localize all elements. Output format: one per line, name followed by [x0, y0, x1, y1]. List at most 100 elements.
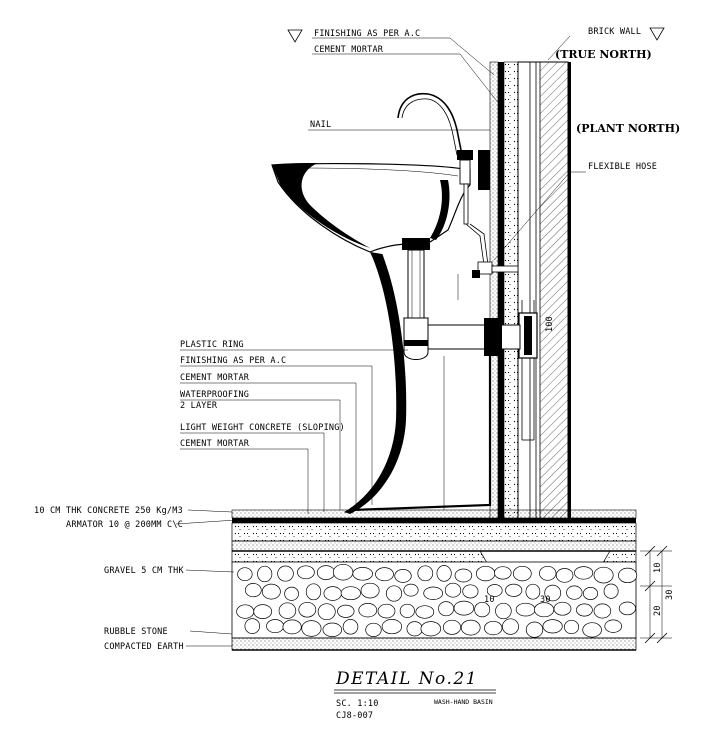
rubble-stone	[406, 621, 423, 637]
rubble-stone	[360, 582, 380, 599]
rubble-stone	[512, 565, 532, 582]
dim-right-30: 30	[665, 589, 675, 600]
rubble-stone	[332, 563, 354, 581]
rubble-stone	[305, 583, 322, 601]
rubble-stone	[604, 619, 622, 633]
rubble-stone	[474, 601, 491, 618]
label-cement-mortar-low: CEMENT MORTAR	[180, 439, 250, 449]
rubble-stone	[316, 565, 336, 580]
rubble-stone	[237, 567, 253, 582]
rubble-stone	[436, 565, 452, 582]
rubble-stone	[582, 622, 602, 638]
rubble-stone	[502, 618, 519, 635]
rubble-stone	[494, 566, 512, 580]
rubble-stone	[236, 604, 255, 619]
label-finishing-top: FINISHING AS PER A.C	[314, 29, 420, 39]
subject-text: WASH-HAND BASIN	[434, 698, 493, 706]
wall-section	[489, 61, 571, 523]
right-dimension	[640, 545, 672, 644]
rubble-stone	[555, 568, 574, 583]
rubble-stone	[323, 586, 342, 601]
rubble-stone	[462, 584, 479, 599]
label-armator: ARMATOR 10 @ 200MM C\C	[66, 520, 183, 530]
rubble-stone	[257, 565, 273, 583]
rubble-stone	[340, 586, 361, 601]
rubble-stone	[574, 566, 594, 580]
rubble-stone	[444, 582, 462, 598]
scale-text: SC. 1:10	[336, 699, 379, 709]
label-finishing-mid: FINISHING AS PER A.C	[180, 356, 286, 366]
rubble-stone	[542, 619, 563, 634]
rubble-stone	[544, 584, 562, 602]
rubble-stone	[266, 619, 285, 634]
label-lw-concrete: LIGHT WEIGHT CONCRETE (SLOPING)	[180, 423, 345, 433]
rubble-stone	[453, 600, 475, 616]
rubble-stone	[322, 622, 343, 637]
rubble-stone	[618, 567, 638, 584]
label-concrete: 10 CM THK CONCRETE 250 Kg/M3	[34, 506, 183, 516]
rubble-stone	[352, 567, 373, 581]
rubble-stone	[539, 565, 557, 581]
rubble-stone	[515, 602, 536, 617]
dim-10: 10	[484, 595, 495, 605]
pipe-size-label: 100	[545, 316, 555, 332]
rubble-stone	[253, 604, 273, 619]
rubble-stone	[394, 569, 412, 583]
rubble-stone	[486, 584, 503, 597]
rubble-stone	[415, 605, 435, 619]
rubble-stone	[244, 618, 261, 634]
label-cement-mortar-top: CEMENT MORTAR	[314, 45, 384, 55]
rubble-stones	[236, 563, 638, 638]
label-rubble: RUBBLE STONE	[104, 627, 168, 637]
label-waterproofing: WATERPROOFING	[180, 390, 249, 400]
rubble-stone	[420, 621, 442, 637]
rubble-stone	[358, 603, 378, 618]
angle-valve	[465, 223, 519, 278]
rubble-stone	[284, 586, 299, 601]
rubble-stone	[301, 620, 322, 637]
dim-30: 30	[540, 595, 551, 605]
label-cement-mortar-mid: CEMENT MORTAR	[180, 373, 250, 383]
label-brick-wall: BRICK WALL	[588, 27, 641, 37]
rubble-stone	[495, 602, 512, 620]
rubble-stone	[505, 583, 523, 597]
waste-trap	[402, 238, 521, 360]
rubble-stone	[385, 585, 403, 602]
rubble-stone	[618, 601, 636, 616]
rubble-stone	[261, 583, 281, 600]
rubble-stone	[244, 583, 262, 598]
rubble-stone	[525, 583, 541, 600]
waterproofing-line	[351, 345, 492, 512]
label-flexible-hose: FLEXIBLE HOSE	[588, 162, 657, 172]
faucet	[397, 92, 490, 225]
rubble-stone	[603, 583, 619, 599]
rubble-stone	[566, 585, 583, 600]
title-block: DETAIL No.21 SC. 1:10 WASH-HAND BASIN CJ…	[334, 669, 496, 721]
rubble-stone	[375, 567, 394, 582]
code-text: CJ8-007	[336, 711, 373, 721]
rubble-stone	[277, 565, 294, 582]
rubble-stone	[576, 603, 593, 617]
rubble-stone	[423, 586, 444, 600]
basin	[271, 162, 471, 514]
rubble-stone	[475, 565, 496, 582]
rubble-stone	[282, 619, 302, 635]
label-true-north: (TRUE NORTH)	[555, 48, 652, 61]
rubble-stone	[582, 587, 599, 600]
rubble-stone	[337, 604, 355, 618]
rubble-stone	[317, 603, 336, 621]
detail-title: DETAIL No.21	[335, 669, 478, 689]
rubble-stone	[460, 619, 481, 636]
floor-layers	[231, 509, 638, 651]
rubble-stone	[297, 565, 315, 580]
rubble-stone	[484, 620, 503, 636]
rubble-stone	[593, 603, 612, 619]
leaders	[175, 35, 586, 647]
label-nail: NAIL	[310, 120, 331, 130]
label-waterproofing-layers: 2 LAYER	[180, 401, 218, 411]
label-earth: COMPACTED EARTH	[104, 642, 184, 652]
rubble-stone	[377, 603, 396, 619]
dim-right-10: 10	[653, 562, 663, 573]
rubble-stone	[403, 583, 419, 597]
